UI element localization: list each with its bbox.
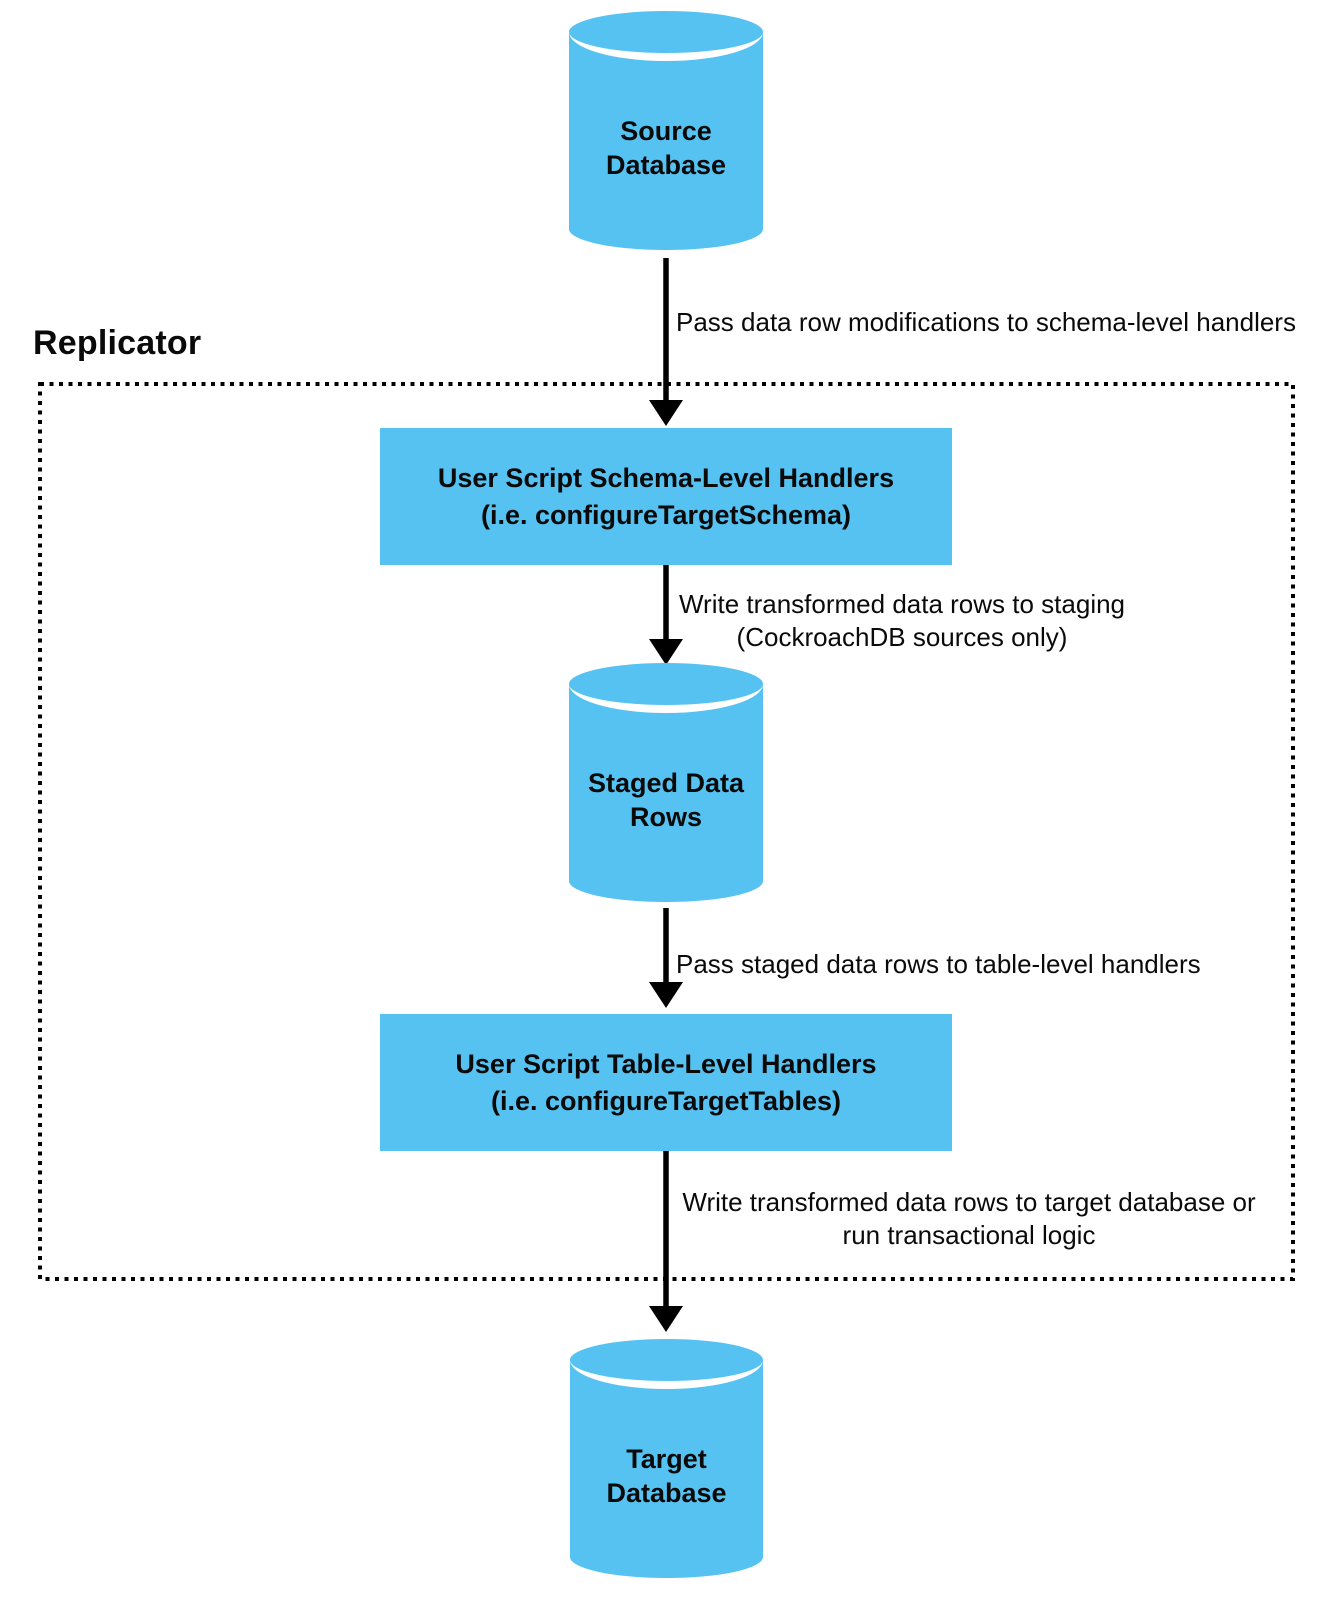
arrowhead-schema-to-staged-icon (649, 639, 683, 665)
label-line: (i.e. configureTargetTables) (490, 1085, 842, 1116)
label-line: (CockroachDB sources only) (736, 622, 1068, 652)
schema-level-handlers-label: User Script Schema-Level Handlers (i.e. … (438, 460, 894, 534)
table-level-handlers-node: User Script Table-Level Handlers (i.e. c… (380, 1014, 952, 1151)
arrowhead-source-to-schema-icon (649, 400, 683, 426)
target-database-node: Target Database (569, 1338, 764, 1586)
label-line: User Script Table-Level Handlers (455, 1048, 877, 1079)
label-line: Target (626, 1444, 707, 1474)
cylinder-body (569, 684, 763, 902)
label-line: User Script Schema-Level Handlers (437, 462, 895, 493)
label-line: Rows (629, 802, 702, 832)
label-line: Database (605, 150, 727, 180)
label-line: (i.e. configureTargetSchema) (480, 499, 852, 530)
label-line: Staged Data (587, 768, 745, 798)
edge-label-staged-to-table: Pass staged data rows to table-level han… (676, 949, 1201, 979)
cylinder-body (569, 32, 763, 250)
cylinder-body (569, 1360, 764, 1578)
replicator-boundary-title: Replicator (33, 324, 202, 362)
staged-data-rows-label: Staged Data Rows (588, 738, 744, 834)
source-database-label: Source Database (606, 86, 726, 182)
label-line: Source (620, 116, 712, 146)
edge-label-source-to-schema: Pass data row modifications to schema-le… (676, 307, 1296, 337)
database-cylinder-icon (569, 663, 763, 902)
staged-data-rows-node: Staged Data Rows (568, 662, 764, 910)
database-cylinder-icon (569, 1339, 764, 1578)
database-cylinder-icon (569, 11, 763, 250)
edge-label-schema-to-staged: Write transformed data rows to staging (… (662, 588, 1142, 654)
label-line: Database (606, 1478, 727, 1508)
arrowhead-table-to-target-icon (649, 1306, 683, 1332)
table-level-handlers-label: User Script Table-Level Handlers (i.e. c… (455, 1046, 876, 1120)
arrowhead-staged-to-table-icon (649, 982, 683, 1008)
schema-level-handlers-node: User Script Schema-Level Handlers (i.e. … (380, 428, 952, 565)
source-database-node: Source Database (568, 10, 764, 258)
label-line: run transactional logic (842, 1220, 1096, 1250)
label-line: Write transformed data rows to target da… (682, 1187, 1256, 1217)
target-database-label: Target Database (606, 1414, 726, 1510)
label-line: Write transformed data rows to staging (678, 589, 1126, 619)
cylinder-top (569, 663, 763, 705)
cylinder-top (569, 1339, 764, 1381)
edge-label-table-to-target: Write transformed data rows to target da… (656, 1186, 1282, 1252)
cylinder-top (569, 11, 763, 53)
